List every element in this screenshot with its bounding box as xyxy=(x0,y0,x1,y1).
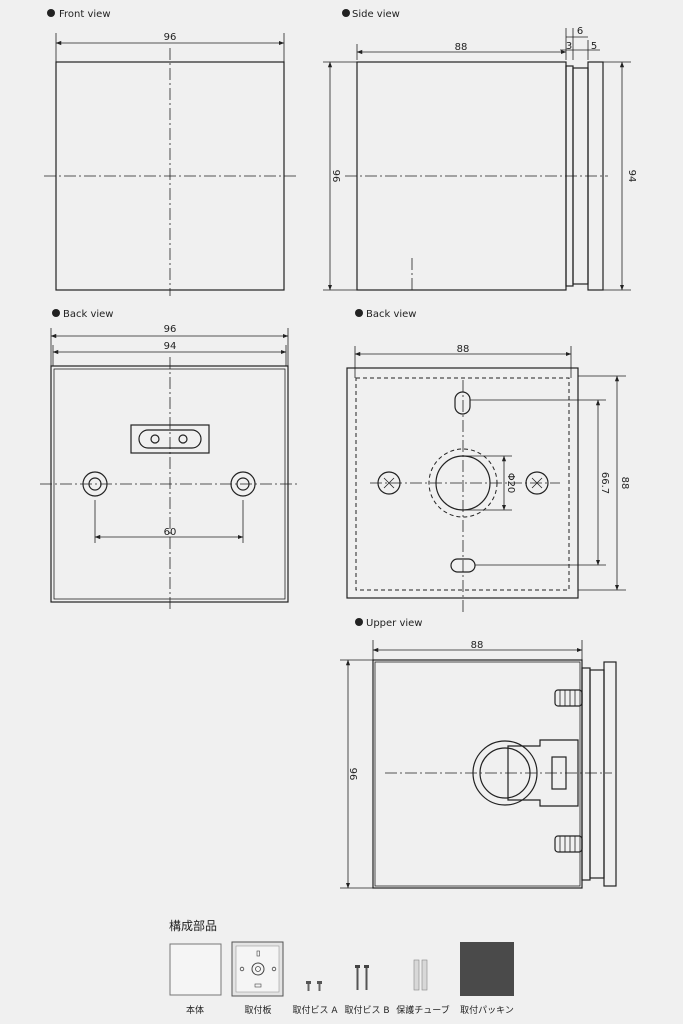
bullet-icon xyxy=(342,9,350,17)
part-label-2: 取付板 xyxy=(244,1004,271,1016)
part-body-thumb xyxy=(169,943,222,996)
part-gasket-thumb xyxy=(460,942,514,996)
back-outer-dim: 96 xyxy=(164,324,177,335)
side-flange-dim: 6 xyxy=(577,26,583,37)
side-gap-dim: 3 xyxy=(566,41,572,52)
front-width-dim: 96 xyxy=(164,32,177,43)
upper-view-title: Upper view xyxy=(366,618,422,629)
part-label-6: 取付パッキン xyxy=(460,1005,514,1016)
part-label-5: 保護チューブ xyxy=(396,1004,449,1016)
back-view-right: Back view 88 66.7 88 Φ20 xyxy=(346,309,630,612)
bullet-icon xyxy=(355,309,363,317)
parts-section: 構成部品 本体 取付板 xyxy=(169,918,514,1016)
upper-height-dim: 96 xyxy=(349,768,360,781)
part-screw-a-thumb xyxy=(306,981,322,991)
parts-heading: 構成部品 xyxy=(169,918,217,933)
back-inner-dim: 94 xyxy=(164,341,177,352)
part-label-1: 本体 xyxy=(186,1004,204,1016)
bullet-icon xyxy=(52,309,60,317)
side-view: Side view 88 6 3 5 96 94 xyxy=(323,9,637,291)
back2-height-dim: 88 xyxy=(619,477,630,490)
upper-view: Upper view 88 96 xyxy=(340,618,617,889)
part-screw-b-thumb xyxy=(355,965,369,990)
bullet-icon xyxy=(355,618,363,626)
part-label-4: 取付ビス B xyxy=(344,1005,389,1016)
upper-body xyxy=(372,659,583,889)
hole-dia-dim: Φ20 xyxy=(505,473,516,494)
back-pitch-dim: 60 xyxy=(164,527,177,538)
side-panel-dim: 94 xyxy=(626,170,637,183)
part-tube-thumb xyxy=(413,959,428,991)
upper-width-dim: 88 xyxy=(471,640,484,651)
mount-plate xyxy=(346,367,579,599)
front-view-title: Front view xyxy=(59,9,111,20)
back-view-left: Back view 96 94 60 xyxy=(40,309,298,612)
side-depth-dim: 88 xyxy=(455,42,468,53)
side-view-title: Side view xyxy=(352,9,400,20)
connector-body xyxy=(507,739,579,807)
part-label-3: 取付ビス A xyxy=(292,1005,338,1016)
back2-width-dim: 88 xyxy=(457,344,470,355)
screw-top xyxy=(554,689,583,707)
slot-top xyxy=(454,391,471,415)
side-height-dim: 96 xyxy=(332,170,343,183)
back-view-right-title: Back view xyxy=(366,309,416,320)
screw-bottom xyxy=(554,835,583,853)
side-lip-dim: 5 xyxy=(591,41,597,52)
front-view: Front view 96 xyxy=(44,9,296,296)
back-view-left-title: Back view xyxy=(63,309,113,320)
bullet-icon xyxy=(47,9,55,17)
slot-pitch-dim: 66.7 xyxy=(599,472,610,494)
